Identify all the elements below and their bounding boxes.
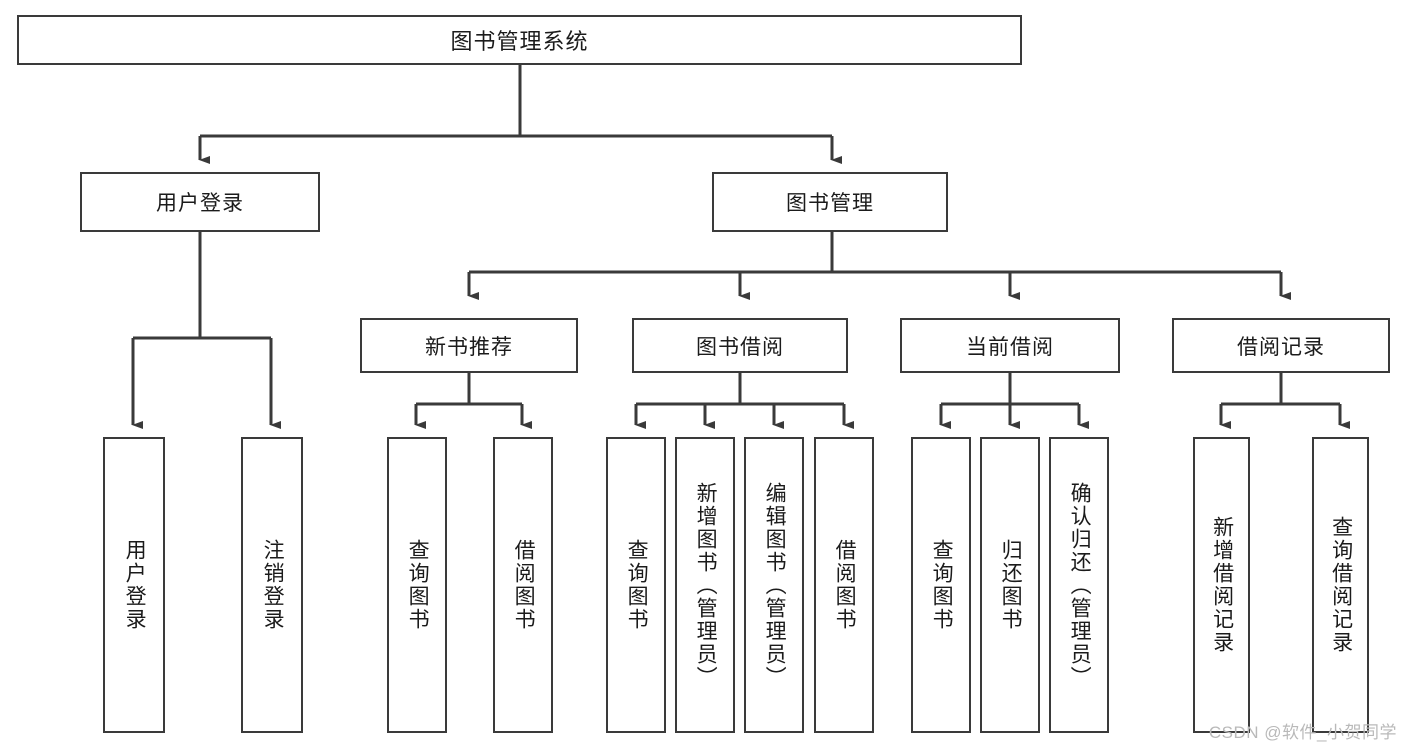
node-label: 查询图书 [625,539,649,631]
node-leaf-borrow-book-recommend[interactable]: 借阅图书 [493,437,553,733]
node-book-management[interactable]: 图书管理 [712,172,948,232]
node-root-system[interactable]: 图书管理系统 [17,15,1022,65]
node-label: 注销登录 [261,539,285,631]
node-label: 当前借阅 [966,335,1054,359]
node-label: 用户登录 [123,539,147,631]
node-label: 图书管理系统 [450,29,589,54]
node-new-book-recommend[interactable]: 新书推荐 [360,318,578,373]
node-label: 查询借阅记录 [1329,516,1353,654]
node-leaf-return-book[interactable]: 归还图书 [980,437,1040,733]
node-leaf-user-login[interactable]: 用户登录 [103,437,165,733]
node-leaf-query-borrow-record[interactable]: 查询借阅记录 [1312,437,1369,733]
node-label: 借阅记录 [1237,335,1325,359]
node-leaf-query-book-borrow[interactable]: 查询图书 [606,437,666,733]
node-label: 新增借阅记录 [1210,516,1234,654]
node-leaf-confirm-return-admin[interactable]: 确认归还（管理员） [1049,437,1109,733]
node-label: 借阅图书 [833,539,857,631]
node-borrow-record[interactable]: 借阅记录 [1172,318,1390,373]
node-user-login[interactable]: 用户登录 [80,172,320,232]
node-current-borrow[interactable]: 当前借阅 [900,318,1120,373]
node-label: 确认归还（管理员） [1068,481,1092,689]
node-label: 归还图书 [999,539,1023,631]
node-label: 用户登录 [156,192,244,215]
node-label: 查询图书 [406,539,430,631]
node-leaf-query-book-current[interactable]: 查询图书 [911,437,971,733]
node-leaf-add-book-admin[interactable]: 新增图书（管理员） [675,437,735,733]
node-label: 编辑图书（管理员） [763,481,787,689]
node-leaf-query-book-recommend[interactable]: 查询图书 [387,437,447,733]
node-label: 图书借阅 [696,335,784,359]
node-label: 图书管理 [786,192,874,215]
node-label: 新增图书（管理员） [694,481,718,689]
node-label: 查询图书 [930,539,954,631]
node-book-borrow[interactable]: 图书借阅 [632,318,848,373]
watermark: CSDN @软件_小贺同学 [1208,723,1397,742]
node-leaf-edit-book-admin[interactable]: 编辑图书（管理员） [744,437,804,733]
node-label: 借阅图书 [512,539,536,631]
node-leaf-borrow-book[interactable]: 借阅图书 [814,437,874,733]
node-leaf-add-borrow-record[interactable]: 新增借阅记录 [1193,437,1250,733]
node-label: 新书推荐 [425,335,513,359]
node-leaf-logout[interactable]: 注销登录 [241,437,303,733]
